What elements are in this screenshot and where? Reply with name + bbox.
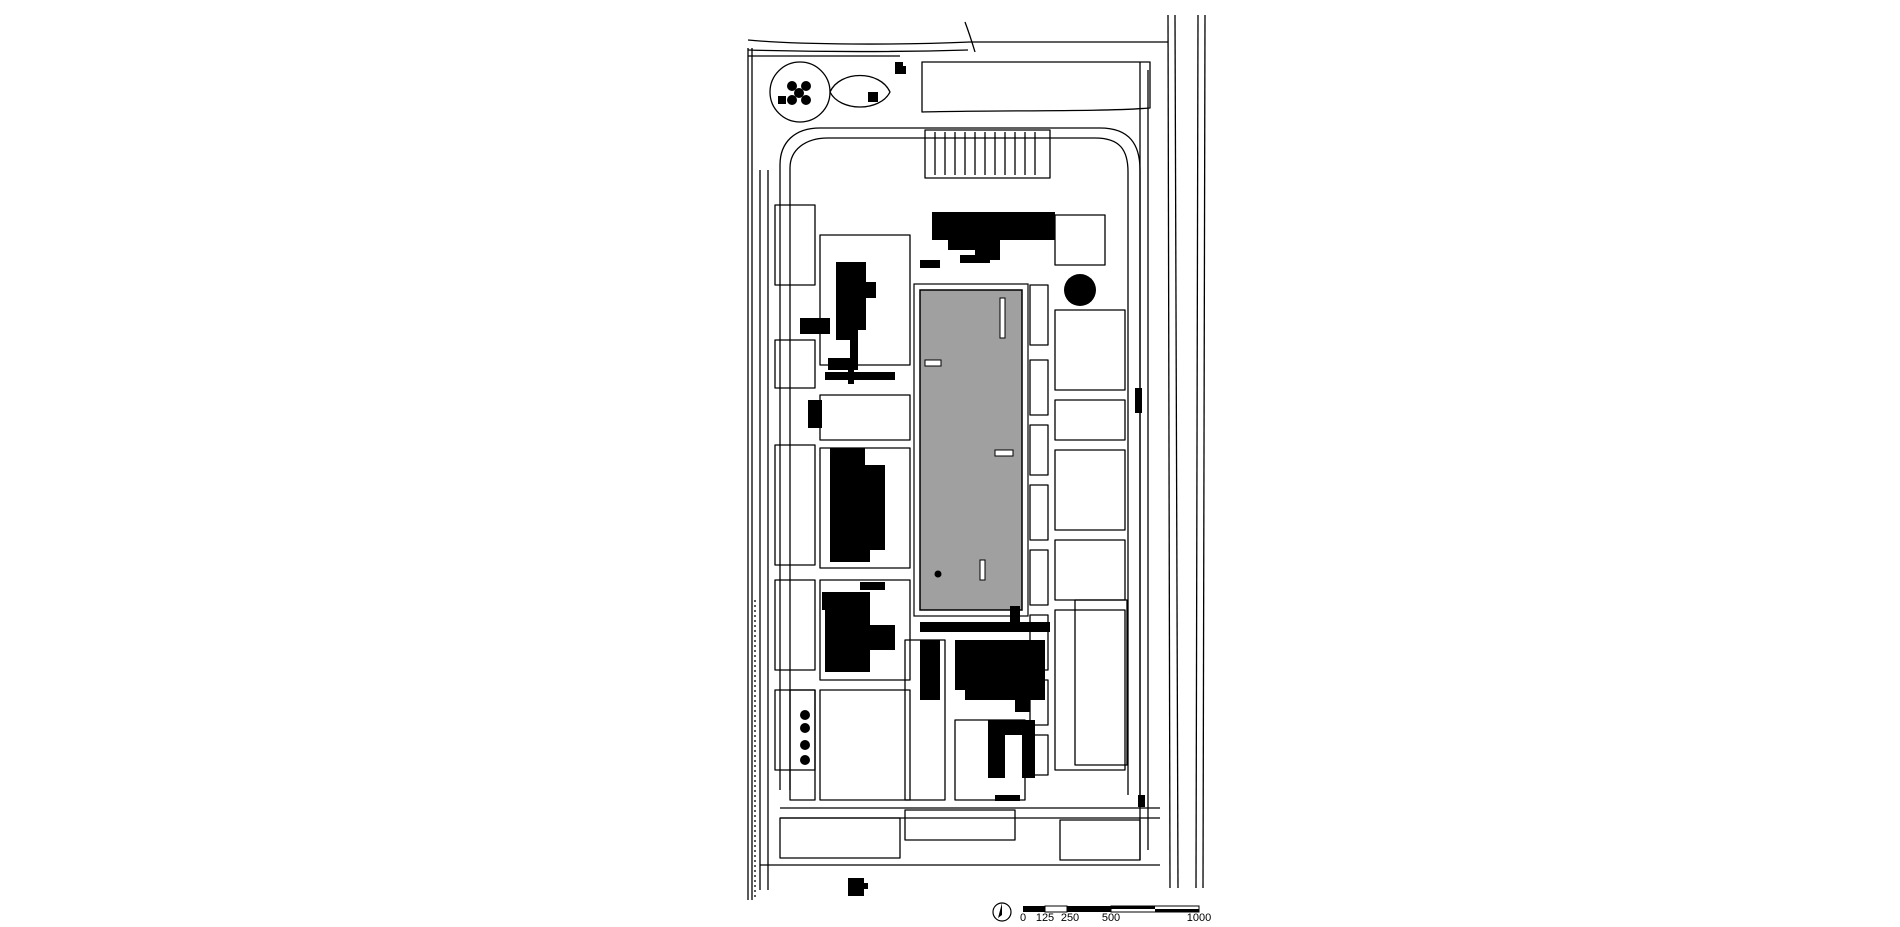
parking-west	[774, 204, 816, 771]
scale-label-125: 125	[1035, 912, 1055, 924]
parking-north	[924, 129, 1051, 179]
scale-label-0: 0	[1019, 912, 1027, 924]
scale-label-1000: 1000	[1186, 912, 1212, 924]
scale-label-500: 500	[1101, 912, 1121, 924]
highway	[1167, 14, 1171, 889]
scale-bar	[1023, 905, 1200, 913]
scale-label-250: 250	[1060, 912, 1080, 924]
north-arrow-icon	[992, 902, 1012, 922]
buildings	[778, 62, 1145, 896]
